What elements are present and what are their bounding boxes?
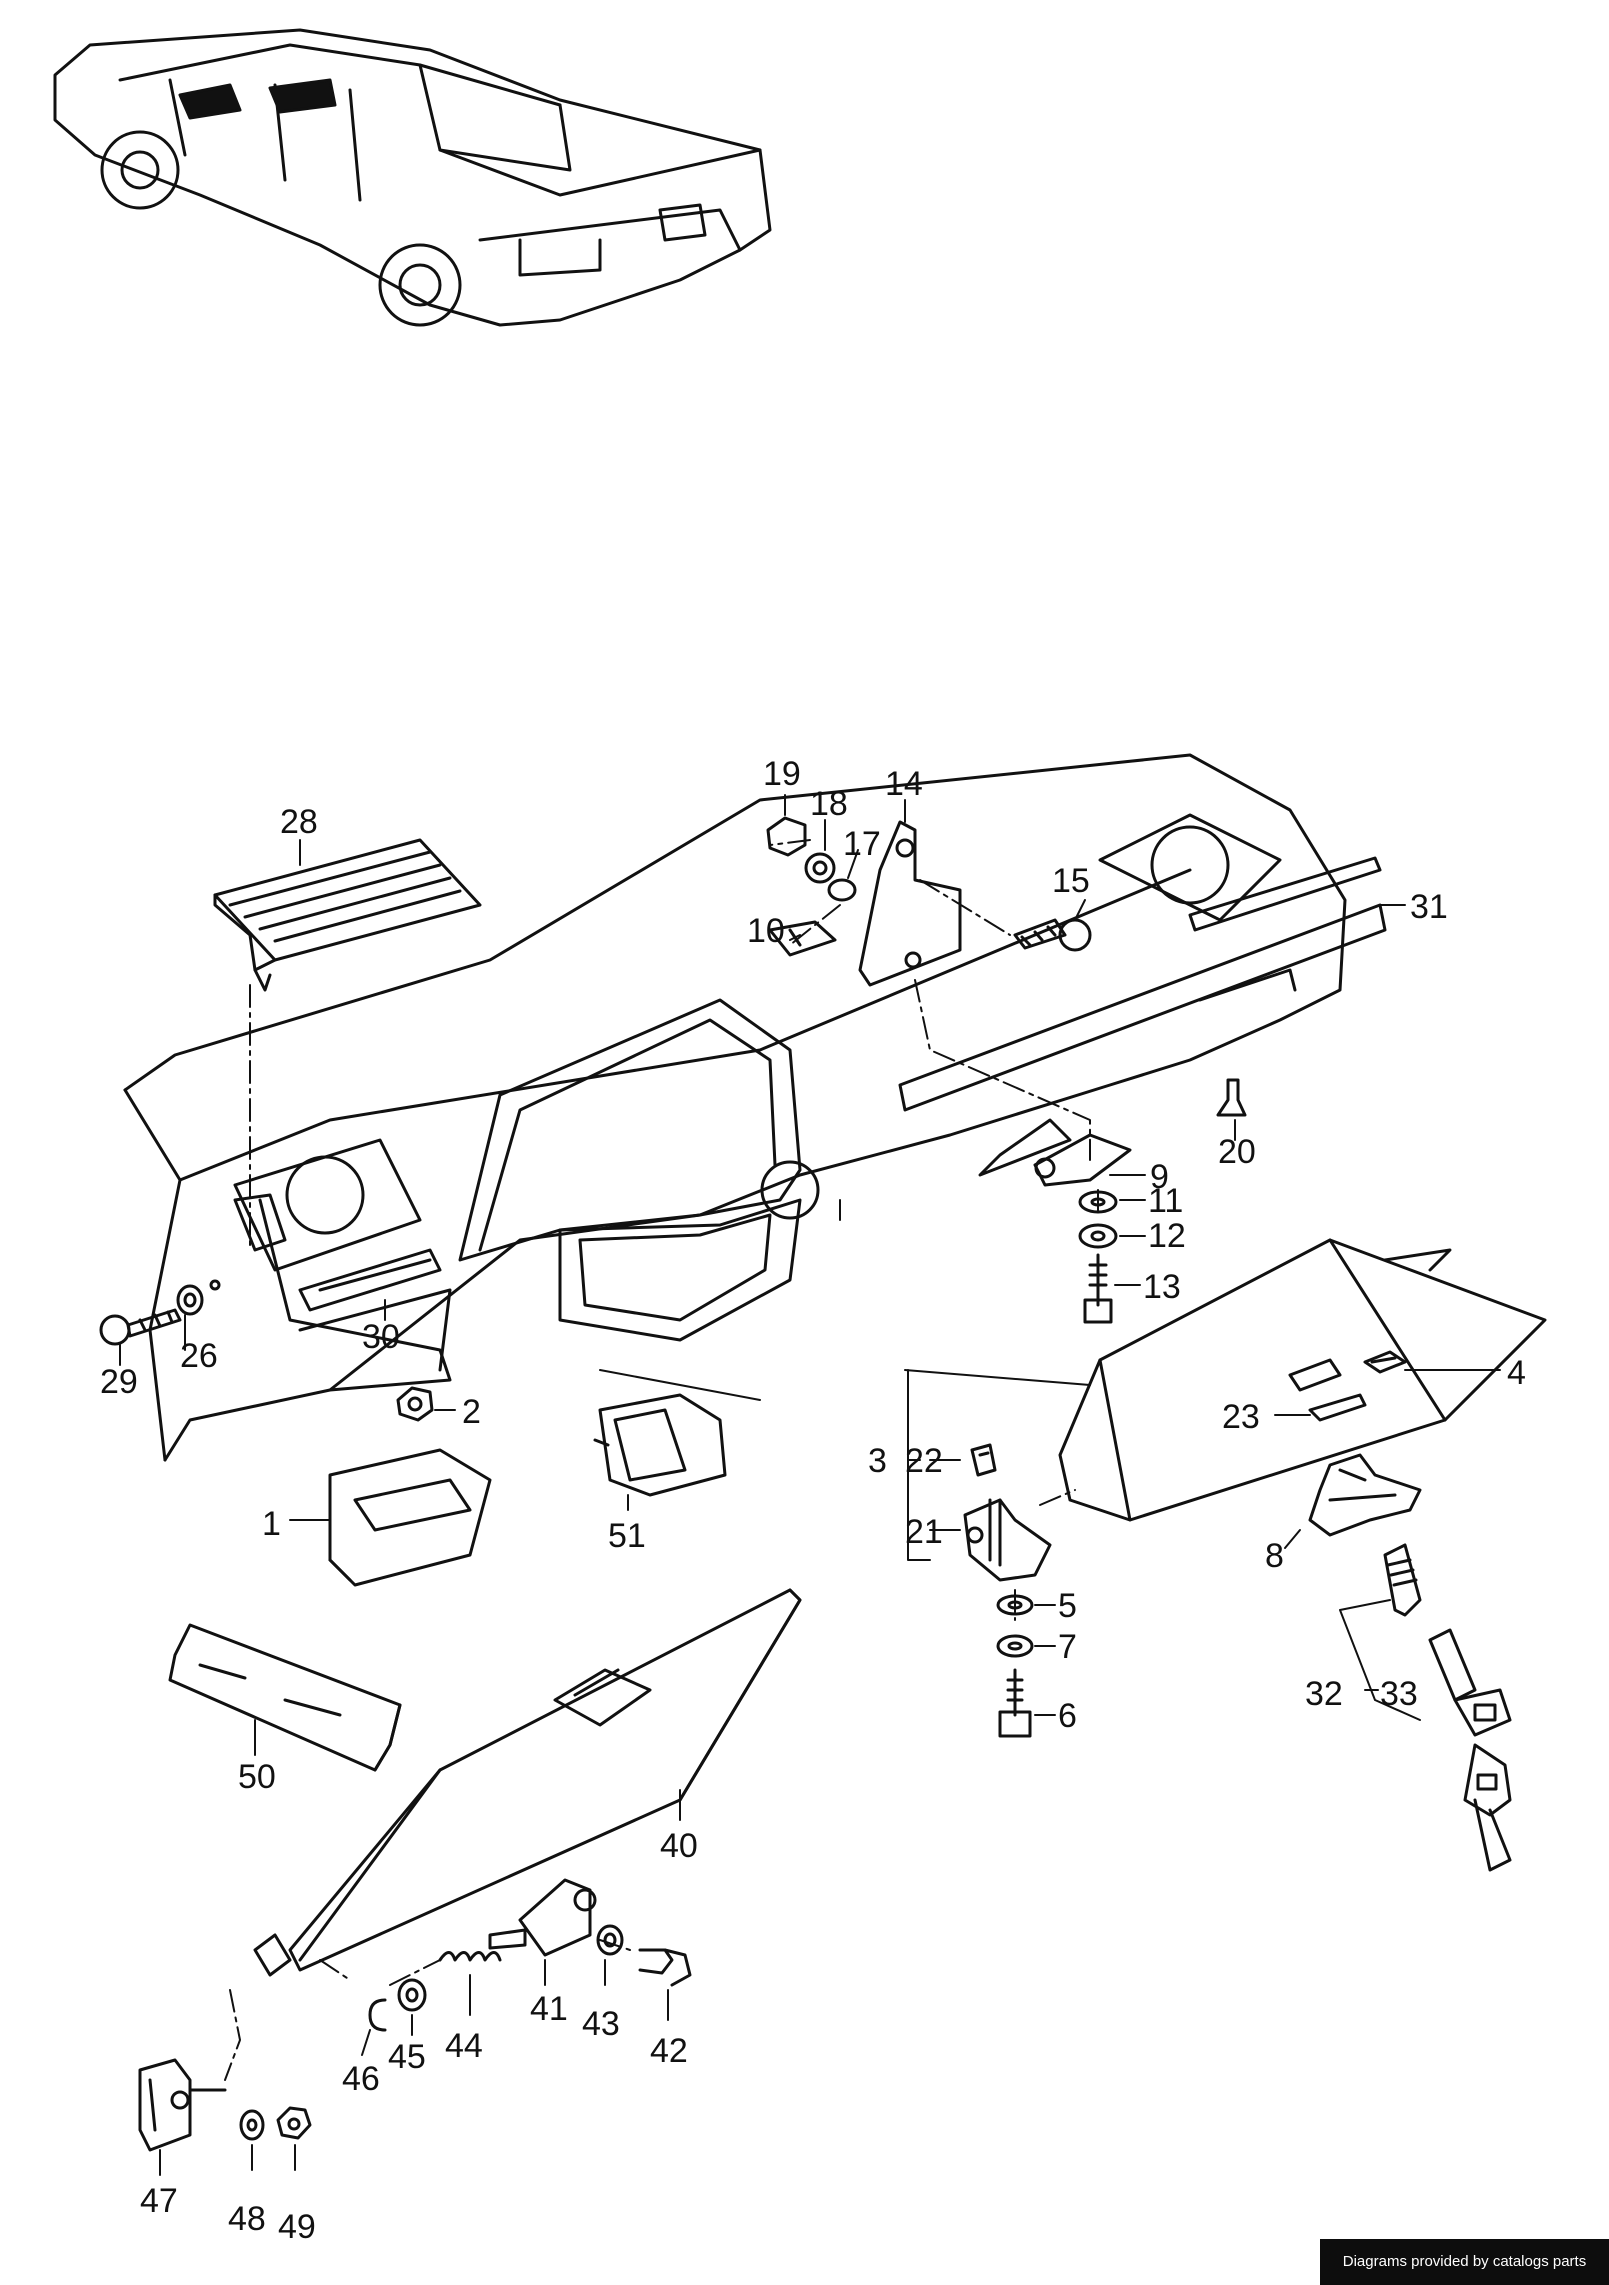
part-label: 11: [1148, 1182, 1183, 1220]
part-9-hinge: [1033, 1133, 1132, 1187]
part-label: 43: [582, 2005, 620, 2043]
part-31-trim-strip: [1188, 856, 1382, 932]
part-label: 32: [1305, 1675, 1343, 1713]
part-2-nut: [396, 1386, 434, 1422]
part-label: 9: [1150, 1158, 1169, 1196]
part-label: 5: [1058, 1587, 1077, 1625]
part-label: 21: [905, 1513, 943, 1551]
part-label: 18: [810, 785, 848, 823]
part-label: 44: [445, 2027, 483, 2065]
part-label: 19: [763, 755, 801, 793]
credit-banner: Diagrams provided by catalogs parts: [1320, 2239, 1609, 2285]
part-14-bracket: [858, 820, 962, 987]
part-label: 26: [180, 1337, 218, 1375]
part-label: 51: [608, 1517, 646, 1555]
part-28-vent-grille: [213, 838, 482, 992]
part-6-bolt: [998, 1668, 1032, 1738]
part-33-key: [1428, 1628, 1512, 1872]
part-7-lock-washer: [996, 1634, 1034, 1658]
part-label: 12: [1148, 1217, 1186, 1255]
part-label: 49: [278, 2208, 316, 2246]
part-label: 50: [238, 1758, 276, 1796]
part-label: 33: [1380, 1675, 1418, 1713]
part-label: 40: [660, 1827, 698, 1865]
part-19-nut: [766, 816, 807, 857]
part-17-washer: [827, 878, 857, 902]
part-label: 7: [1058, 1628, 1077, 1666]
part-30-trim: [298, 1248, 442, 1312]
part-label: 17: [843, 825, 881, 863]
part-label: 13: [1143, 1268, 1181, 1306]
part-1-ashtray-housing: [328, 1448, 492, 1587]
part-51-switch: [593, 1393, 727, 1497]
part-label: 23: [1222, 1398, 1260, 1436]
car-illustration: [53, 28, 772, 327]
part-label: 2: [462, 1393, 481, 1431]
part-46-clip: [368, 1998, 387, 2032]
part-44-spring: [438, 1951, 502, 1962]
part-label: 6: [1058, 1697, 1077, 1735]
part-label: 42: [650, 2032, 688, 2070]
part-label: 46: [342, 2060, 380, 2098]
part-45-washer: [397, 1978, 427, 2012]
part-label: 47: [140, 2182, 178, 2220]
part-12-lock-washer: [1078, 1223, 1118, 1249]
assembly-lines: [224, 839, 1099, 2081]
part-label: 8: [1265, 1537, 1284, 1575]
lid-hinge-pin: [253, 1933, 292, 1977]
part-label: 20: [1218, 1133, 1256, 1171]
part-20-plug: [1216, 1078, 1247, 1117]
part-label: 15: [1052, 862, 1090, 900]
part-8-striker: [1308, 1453, 1422, 1537]
part-43-washer: [596, 1924, 624, 1956]
part-18-washer: [804, 852, 836, 884]
part-label: 29: [100, 1363, 138, 1401]
dashboard-panel: [123, 753, 1387, 1462]
part-label: 48: [228, 2200, 266, 2238]
part-label: 31: [1410, 888, 1448, 926]
part-label: 41: [530, 1990, 568, 2028]
part-15-screw: [1013, 918, 1092, 952]
part-label: 4: [1507, 1354, 1526, 1392]
part-label: 1: [262, 1505, 281, 1543]
leader-lines: [119, 794, 1501, 2176]
part-50-cover: [168, 1623, 402, 1772]
part-48-washer: [239, 2109, 265, 2141]
part-label: 22: [905, 1442, 943, 1480]
part-41-latch: [488, 1878, 597, 1957]
part-label: 30: [362, 1318, 400, 1356]
part-29-screw: [99, 1308, 182, 1346]
part-label: 14: [885, 765, 923, 803]
part-22-clip: [970, 1443, 997, 1477]
part-42-bolt: [638, 1948, 692, 1987]
part-21-bracket: [963, 1498, 1052, 1582]
part-4-clip: [1363, 1350, 1407, 1374]
part-label: 3: [868, 1442, 887, 1480]
part-47-hinge: [138, 2058, 227, 2152]
part-label: 28: [280, 803, 318, 841]
part-label: 45: [388, 2038, 426, 2076]
part-32-lock-cylinder: [1383, 1543, 1422, 1617]
part-49-nut: [276, 2106, 312, 2140]
part-26-washer: [176, 1279, 221, 1316]
part-3-glovebox-tub: [1058, 1238, 1547, 1522]
part-40-glovebox-lid: [288, 1588, 802, 1972]
part-label: 10: [747, 912, 785, 950]
part-13-screw: [1083, 1253, 1113, 1324]
